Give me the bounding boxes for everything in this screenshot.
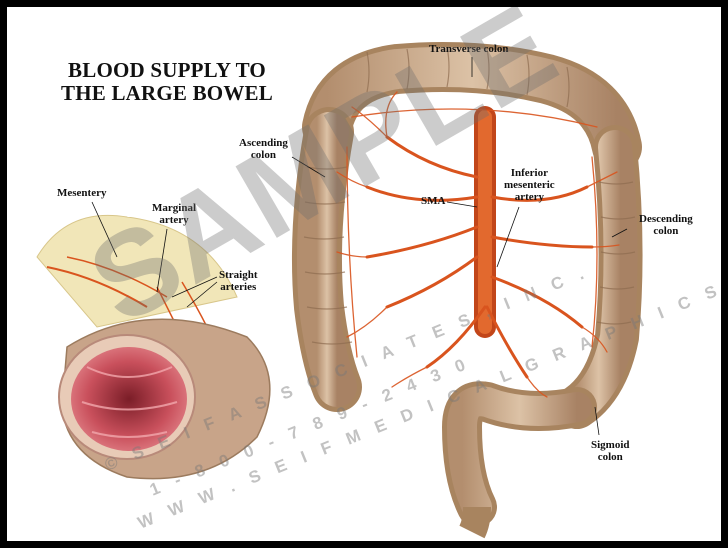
title-line-2: THE LARGE BOWEL [61, 81, 273, 105]
colon-cross-section [36, 214, 271, 480]
label-descending-colon: Descending colon [639, 213, 693, 237]
colon-illustration [291, 41, 643, 539]
label-mesentery: Mesentery [57, 187, 107, 199]
label-marginal-artery: Marginal artery [152, 202, 196, 226]
anatomy-illustration [36, 41, 643, 539]
arterial-tree [336, 91, 620, 398]
title-line-1: BLOOD SUPPLY TO [68, 58, 266, 82]
label-transverse-colon: Transverse colon [429, 43, 509, 55]
label-sigmoid-colon: Sigmoid colon [591, 439, 630, 463]
label-inferior-mesenteric-artery: Inferior mesenteric artery [504, 167, 555, 203]
label-ascending-colon: Ascending colon [239, 137, 288, 161]
label-sma: SMA [421, 195, 446, 207]
figure-canvas: BLOOD SUPPLY TO THE LARGE BOWEL Transver… [7, 7, 721, 541]
figure-title: BLOOD SUPPLY TO THE LARGE BOWEL [47, 59, 287, 105]
label-straight-arteries: Straight arteries [219, 269, 258, 293]
